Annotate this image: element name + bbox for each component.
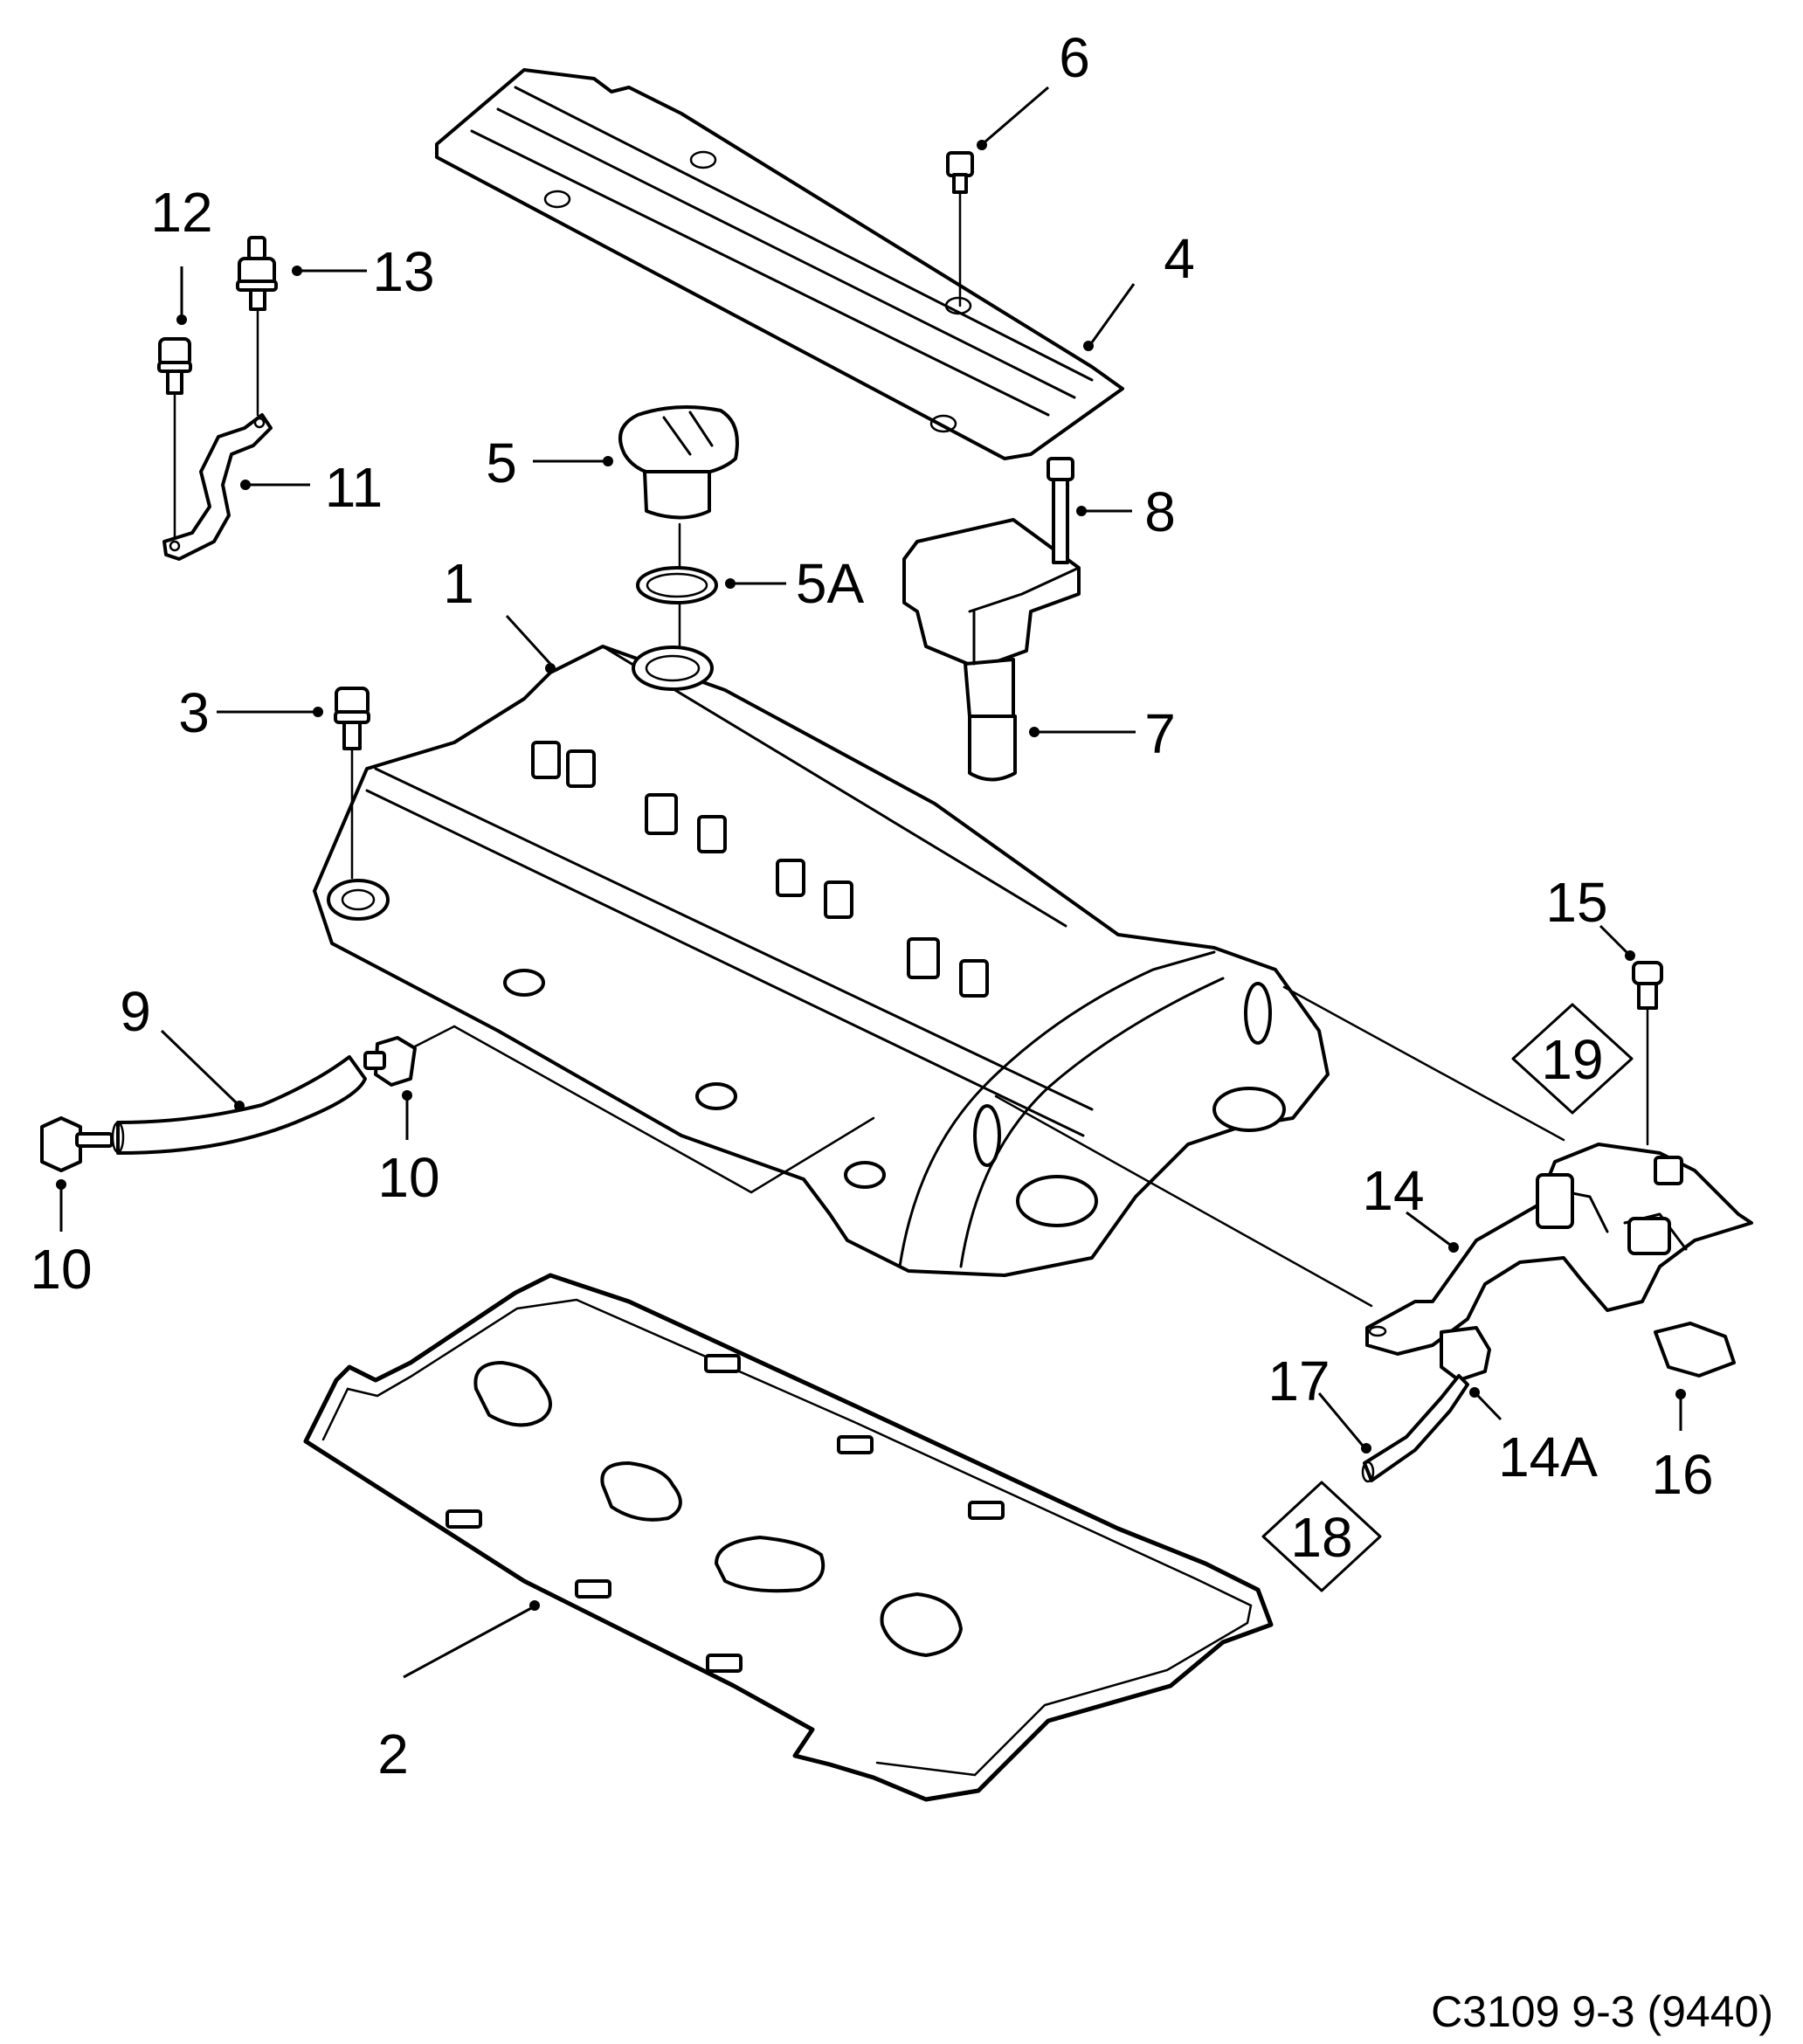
- hose-clamp-left-part: [40, 1116, 114, 1172]
- callout-17: 17: [1268, 1350, 1330, 1412]
- callout-labels: 1 2 3 4 5 5A 6 7 8 9 10 10 11 12 13 14 1…: [30, 26, 1713, 1785]
- valve-cover-bolt-part: [334, 687, 370, 880]
- cover-gasket-part: [303, 1273, 1274, 1802]
- valve-cover-part: [313, 645, 1330, 1277]
- cover-bolt-part: [946, 151, 974, 307]
- callout-6: 6: [1059, 26, 1090, 89]
- strap-bolt-part: [157, 337, 192, 539]
- reference-box-19: [1511, 1003, 1634, 1115]
- callout-4: 4: [1164, 227, 1195, 290]
- callout-12: 12: [150, 181, 212, 244]
- hose-clamp-right-part: [363, 1036, 417, 1087]
- callout-8: 8: [1144, 480, 1176, 543]
- o-ring-part: [636, 566, 718, 666]
- callout-15: 15: [1545, 871, 1607, 934]
- callout-19: 19: [1541, 1028, 1603, 1091]
- coil-bolt-part: [1047, 457, 1074, 564]
- callout-13: 13: [372, 240, 434, 303]
- callout-14: 14: [1362, 1159, 1424, 1222]
- ground-strap-part: [162, 413, 273, 561]
- leader-lines: [56, 86, 1686, 1679]
- callout-5a: 5A: [796, 552, 865, 615]
- engine-cover-plate-part: [435, 68, 1124, 460]
- callout-3: 3: [178, 681, 210, 744]
- wiring-bracket-part: [1365, 1143, 1753, 1356]
- vent-pipe-part: [1361, 1374, 1469, 1483]
- strap-stud-nut-part: [236, 236, 278, 417]
- callout-5: 5: [486, 432, 517, 494]
- callout-10-right: 10: [377, 1146, 439, 1209]
- callout-1: 1: [443, 552, 474, 615]
- callout-18: 18: [1290, 1506, 1352, 1569]
- callout-11: 11: [325, 456, 383, 519]
- bracket-bolt-part: [1632, 961, 1663, 1146]
- callout-2: 2: [377, 1723, 409, 1785]
- callout-9: 9: [120, 980, 151, 1043]
- reference-box-18: [1261, 1481, 1382, 1592]
- oil-filler-cap-part: [618, 405, 739, 570]
- callout-7: 7: [1144, 702, 1176, 765]
- callout-16: 16: [1651, 1443, 1713, 1506]
- callout-10-left: 10: [30, 1238, 92, 1301]
- drawing-code: C3109 9-3 (9440): [1431, 1987, 1773, 2036]
- bracket-clip-part: [1440, 1326, 1491, 1382]
- callout-14a: 14A: [1498, 1426, 1598, 1488]
- assembly-lines: [413, 985, 1565, 1308]
- bracket-connector-part: [1654, 1322, 1736, 1378]
